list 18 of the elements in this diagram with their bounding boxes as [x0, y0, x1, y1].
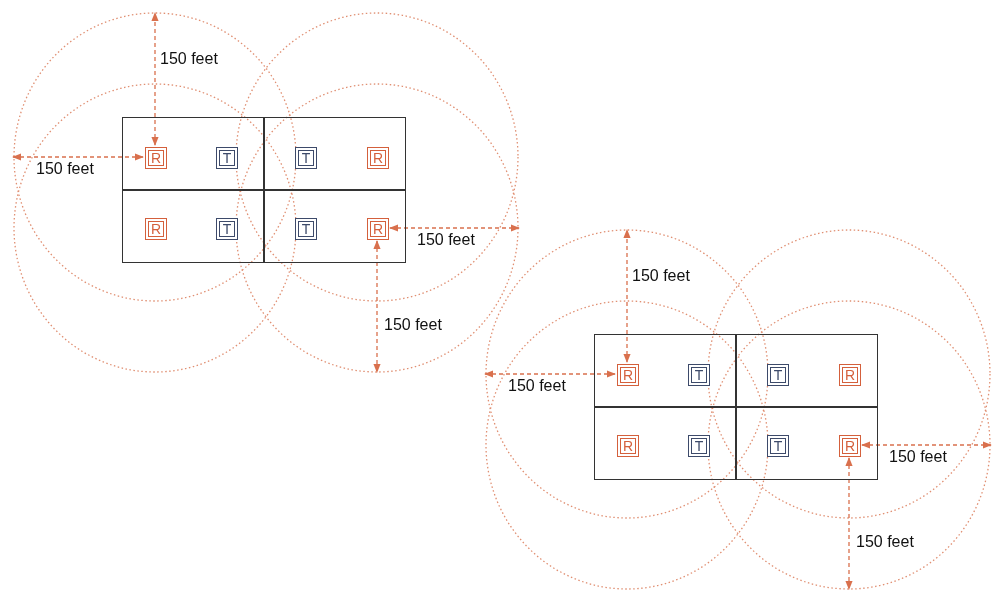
transmitter-marker: T	[216, 147, 238, 169]
receiver-marker: R	[839, 364, 861, 386]
receiver-marker: R	[367, 218, 389, 240]
transmitter-marker: T	[295, 147, 317, 169]
transmitter-marker: T	[216, 218, 238, 240]
floor-plan	[122, 117, 406, 263]
transmitter-marker: T	[295, 218, 317, 240]
floor-plan	[594, 334, 878, 480]
receiver-marker: R	[617, 435, 639, 457]
transmitter-marker: T	[767, 435, 789, 457]
receiver-marker: R	[839, 435, 861, 457]
receiver-marker: R	[617, 364, 639, 386]
transmitter-marker: T	[688, 435, 710, 457]
receiver-marker: R	[367, 147, 389, 169]
receiver-marker: R	[145, 147, 167, 169]
receiver-marker: R	[145, 218, 167, 240]
transmitter-marker: T	[688, 364, 710, 386]
transmitter-marker: T	[767, 364, 789, 386]
